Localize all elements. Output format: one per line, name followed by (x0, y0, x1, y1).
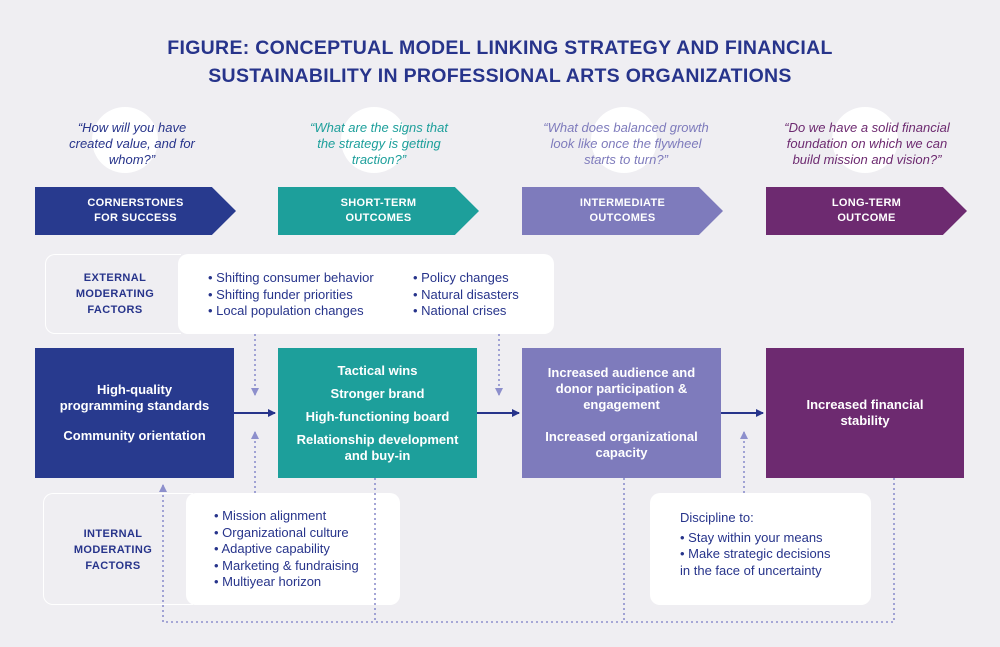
stage-line-1: SHORT-TERM (340, 197, 417, 209)
box-item: Increased audience and donor participati… (547, 365, 696, 412)
cornerstones-box: High-quality programming standards Commu… (35, 348, 234, 478)
label-line: FACTORS (87, 304, 143, 316)
internal-factors-panel (186, 493, 400, 605)
box-item: Increased organizational capacity (545, 429, 698, 460)
title-line-2: SUSTAINABILITY IN PROFESSIONAL ARTS ORGA… (208, 65, 792, 87)
feedback-loop (159, 478, 895, 623)
stage-line-1: LONG-TERM (831, 197, 902, 209)
external-factors-label-box (45, 254, 181, 334)
long-term-box: Increased financial stability (766, 348, 964, 478)
list-item: • Shifting consumer behavior (208, 270, 374, 285)
short-term-box: Tactical wins Stronger brand High-functi… (278, 348, 477, 478)
question-short-term: “What are the signs that the strategy is… (309, 120, 448, 167)
intermediate-box: Increased audience and donor participati… (522, 348, 721, 478)
box-item: Relationship development and buy-in (296, 431, 459, 463)
list-item: • Organizational culture (214, 524, 349, 540)
stage-line-2: OUTCOME (837, 212, 896, 224)
list-item: • Stay within your means (680, 529, 823, 545)
discipline-title: Discipline to: (680, 510, 754, 525)
external-factors-label: EXTERNAL MODERATING FACTORS (60, 270, 170, 318)
list-item: • National crises (413, 303, 507, 318)
label-line: MODERATING (75, 288, 155, 300)
stage-line-1: CORNERSTONES (87, 197, 184, 209)
external-factors-list-1: • Shifting consumer behavior • Shifting … (208, 270, 374, 320)
list-item: • Natural disasters (413, 286, 519, 302)
stage-line-2: OUTCOMES (345, 212, 412, 224)
stage-cornerstones-header: CORNERSTONES FOR SUCCESS (35, 187, 236, 235)
stage-line-1: INTERMEDIATE (579, 197, 666, 209)
stage-line-2: OUTCOMES (589, 212, 656, 224)
discipline-panel (650, 493, 871, 605)
box-item: Increased financial stability (806, 397, 924, 428)
stage-intermediate-header: INTERMEDIATE OUTCOMES (522, 187, 723, 235)
box-item: Tactical wins (337, 362, 418, 378)
list-item: • Mission alignment (214, 508, 327, 523)
question-intermediate: “What does balanced growth look like onc… (543, 120, 709, 167)
external-factors-list-2: • Policy changes • Natural disasters • N… (413, 270, 519, 320)
list-item: • Adaptive capability (214, 541, 330, 556)
internal-factors-label: INTERNAL MODERATING FACTORS (58, 526, 168, 574)
label-line: FACTORS (85, 560, 141, 572)
stage-line-2: FOR SUCCESS (94, 212, 177, 224)
stage-short-term-header: SHORT-TERM OUTCOMES (278, 187, 479, 235)
internal-factors-list: • Mission alignment • Organizational cul… (214, 508, 359, 591)
stage-long-term-header: LONG-TERM OUTCOME (766, 187, 967, 235)
external-factors-panel (178, 254, 554, 334)
question-cornerstones: “How will you have created value, and fo… (69, 120, 195, 167)
box-item: High-quality programming standards (59, 382, 210, 413)
label-line: MODERATING (73, 544, 153, 556)
box-item: High-functioning board (305, 408, 450, 424)
label-line: INTERNAL (83, 528, 143, 540)
list-item: • Marketing & fundraising (214, 557, 359, 573)
internal-factors-label-box (43, 493, 193, 605)
question-bubble-3 (591, 107, 657, 173)
list-item: • Policy changes (413, 270, 509, 285)
discipline-list: Discipline to: • Stay within your means … (680, 510, 831, 579)
list-item: • Multiyear horizon (214, 574, 322, 589)
figure-title: FIGURE: CONCEPTUAL MODEL LINKING STRATEG… (0, 34, 1000, 90)
question-bubble-1 (92, 107, 158, 173)
question-bubble-2 (341, 107, 407, 173)
question-long-term: “Do we have a solid financial foundation… (784, 120, 950, 167)
box-item: Stronger brand (330, 385, 425, 401)
list-item: • Make strategic decisions in the face o… (680, 546, 831, 578)
title-line-1: FIGURE: CONCEPTUAL MODEL LINKING STRATEG… (167, 37, 833, 59)
list-item: • Shifting funder priorities (208, 286, 353, 302)
question-bubble-4 (832, 107, 898, 173)
list-item: • Local population changes (208, 303, 364, 318)
box-item: Community orientation (63, 428, 206, 443)
label-line: EXTERNAL (83, 272, 147, 284)
